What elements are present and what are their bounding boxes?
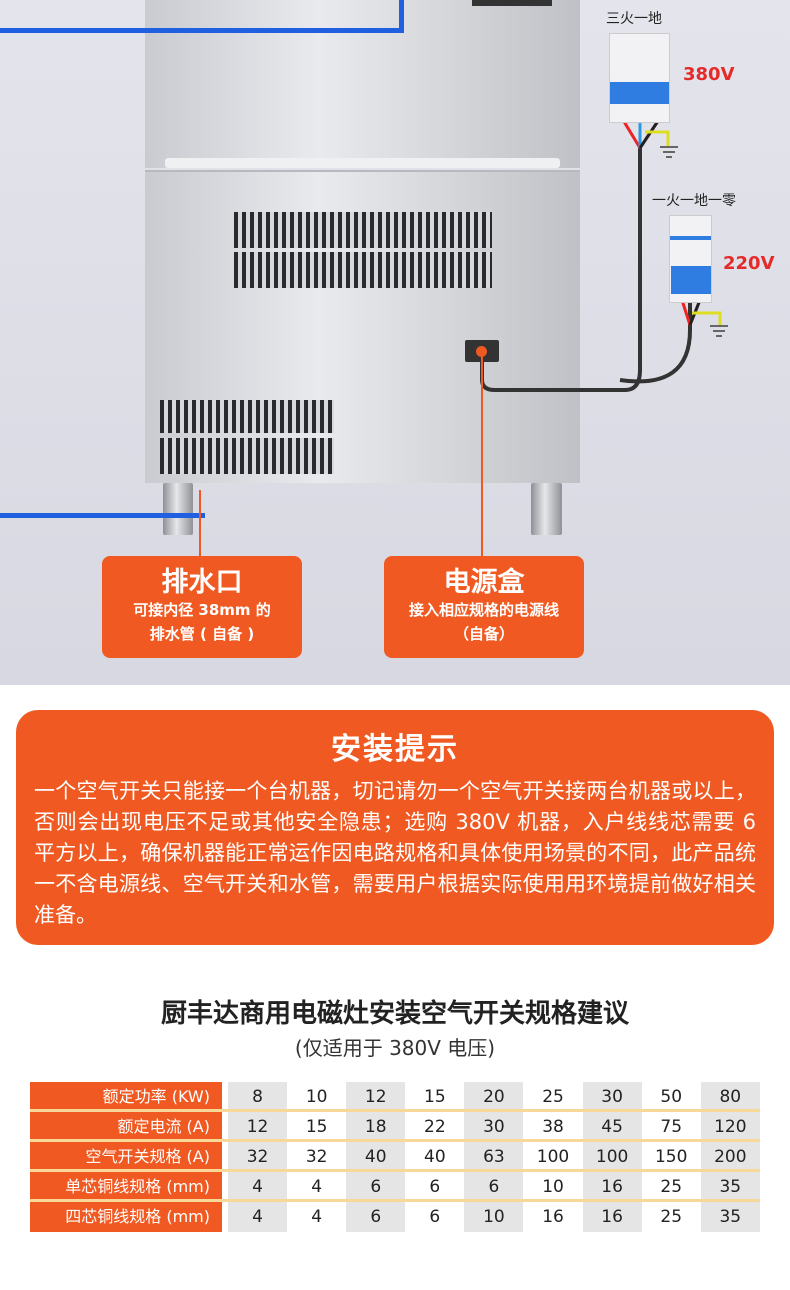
row-label: 额定功率 (KW)	[30, 1082, 222, 1109]
table-cell: 6	[429, 1207, 441, 1227]
table-cell: 25	[660, 1177, 683, 1197]
table-cell: 22	[424, 1117, 446, 1137]
table-cell: 12	[228, 1112, 288, 1139]
install-tip-title: 安装提示	[331, 732, 459, 767]
lower-vent	[160, 400, 334, 433]
table-cell: 30	[582, 1082, 642, 1109]
upper-vent	[234, 212, 492, 248]
table-cell: 6	[429, 1177, 441, 1197]
water-pipe	[399, 0, 404, 33]
breaker-2p-label: 一火一地一零	[652, 193, 736, 209]
install-tip-panel: 安装提示 一个空气开关只能接一个台机器，切记请勿一个空气开关接两台机器或以上，否…	[16, 710, 774, 945]
power-title: 电源盒	[443, 567, 525, 598]
table-cell: 80	[700, 1082, 760, 1109]
table-cell: 18	[346, 1112, 406, 1139]
table-subtitle: (仅适用于 380V 电压)	[294, 1036, 496, 1060]
table-cell: 150	[654, 1147, 688, 1167]
table-cell: 32	[228, 1142, 288, 1169]
table-cell: 4	[228, 1202, 288, 1232]
drain-line2: 排水管 ( 自备 )	[149, 625, 255, 643]
breaker-3p-voltage: 380V	[683, 64, 735, 85]
power-callout: 电源盒 接入相应规格的电源线 （自备）	[384, 556, 584, 658]
table-cell: 4	[311, 1177, 323, 1197]
water-pipe	[0, 28, 404, 33]
table-title: 厨丰达商用电磁灶安装空气开关规格建议	[160, 999, 629, 1029]
machine-leg	[531, 483, 562, 535]
machine-trim	[165, 158, 560, 168]
table-row: 额定电流 (A)12 15 18 22 30 38 45 75 120	[30, 1112, 760, 1142]
table-cell: 38	[542, 1117, 564, 1137]
breaker-3p-label: 三火一地	[606, 11, 662, 27]
table-cell: 35	[700, 1172, 760, 1199]
row-label: 空气开关规格 (A)	[30, 1142, 222, 1169]
table-cell: 45	[582, 1112, 642, 1139]
drain-title: 排水口	[161, 567, 243, 598]
drain-pipe	[0, 513, 205, 518]
power-line2: （自备）	[453, 625, 514, 643]
table-cell: 15	[424, 1087, 446, 1107]
table-cell: 10	[542, 1177, 564, 1197]
upper-vent	[234, 252, 492, 288]
drain-line1: 可接内径 38mm 的	[133, 601, 271, 619]
table-cell: 16	[582, 1202, 642, 1232]
table-cell: 16	[542, 1207, 564, 1227]
table-cell: 6	[346, 1202, 406, 1232]
table-cell: 100	[582, 1142, 642, 1169]
table-cell: 40	[424, 1147, 446, 1167]
table-cell: 12	[346, 1082, 406, 1109]
table-cell: 25	[660, 1207, 683, 1227]
table-cell: 20	[464, 1082, 524, 1109]
breaker-2p-voltage: 220V	[723, 253, 775, 274]
table-cell: 4	[311, 1207, 323, 1227]
power-line1: 接入相应规格的电源线	[408, 601, 559, 619]
table-row: 额定功率 (KW)8 10 12 15 20 25 30 50 80	[30, 1082, 760, 1112]
table-cell: 8	[228, 1082, 288, 1109]
table-cell: 200	[700, 1142, 760, 1169]
row-label: 单芯铜线规格 (mm)	[30, 1172, 222, 1199]
table-cell: 50	[660, 1087, 683, 1107]
breaker-2-pole	[669, 215, 712, 303]
table-cell: 35	[700, 1202, 760, 1232]
table-cell: 25	[542, 1087, 564, 1107]
table-cell: 4	[228, 1172, 288, 1199]
table-cell: 40	[346, 1142, 406, 1169]
lower-vent	[160, 438, 334, 474]
table-cell: 6	[464, 1172, 524, 1199]
table-cell: 32	[305, 1147, 328, 1167]
machine-leg	[163, 483, 193, 535]
table-cell: 10	[464, 1202, 524, 1232]
table-cell: 120	[700, 1112, 760, 1139]
table-cell: 6	[346, 1172, 406, 1199]
table-cell: 75	[660, 1117, 683, 1137]
wiring-lines	[199, 114, 728, 556]
machine-display	[472, 0, 552, 6]
table-cell: 100	[536, 1147, 570, 1167]
row-label: 四芯铜线规格 (mm)	[30, 1202, 222, 1232]
table-cell: 15	[305, 1117, 328, 1137]
table-cell: 10	[305, 1087, 328, 1107]
drain-callout: 排水口 可接内径 38mm 的 排水管 ( 自备 )	[102, 556, 302, 658]
table-cell: 30	[464, 1112, 524, 1139]
table-cell: 16	[582, 1172, 642, 1199]
power-box-marker	[476, 346, 487, 357]
breaker-3-pole	[609, 33, 670, 123]
install-tip-text: 一个空气开关只能接一个台机器，切记请勿一个空气开关接两台机器或以上，否则会出现电…	[34, 779, 756, 927]
row-label: 额定电流 (A)	[30, 1112, 222, 1139]
table-cell: 63	[464, 1142, 524, 1169]
installation-diagram: 三火一地 380V 一火一地一零 220V 排水口 可接内径 38mm 的 排水…	[0, 0, 790, 685]
